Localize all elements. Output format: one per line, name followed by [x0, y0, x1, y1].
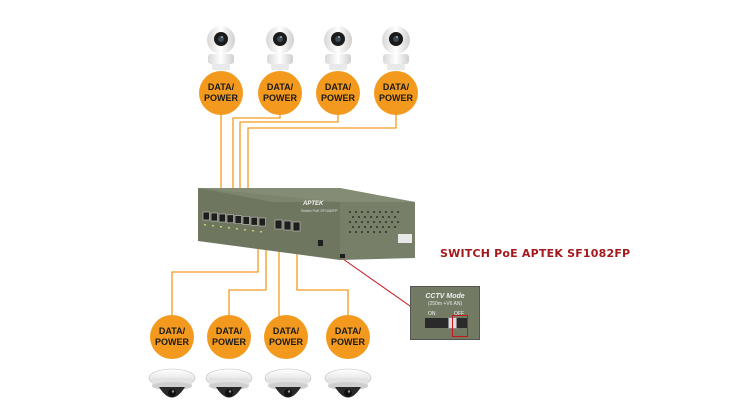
badge-line-1: DATA/ — [158, 326, 186, 336]
data-power-badge-top-4: DATA/ POWER — [374, 71, 418, 115]
wire-bottom-1 — [171, 247, 259, 318]
badge-line-1: DATA/ — [207, 82, 235, 92]
poe-switch: APTEK Switch PoE SF1082FP — [198, 188, 415, 260]
ptz-camera-4 — [382, 26, 410, 70]
switch-side-face — [340, 202, 415, 260]
badge-line-2: POWER — [203, 93, 238, 103]
ptz-camera-3 — [324, 26, 352, 70]
badge-line-1: DATA/ — [266, 82, 294, 92]
cctv-mode-title: CCTV Mode — [425, 293, 465, 300]
data-power-badge-top-3: DATA/ POWER — [316, 71, 360, 115]
switch-model: Switch PoE SF1082FP — [301, 209, 338, 213]
rj45-ports — [202, 211, 301, 232]
dome-camera-2 — [205, 368, 253, 398]
badge-line-1: DATA/ — [272, 326, 300, 336]
data-power-badge-bottom-1: DATA/ POWER — [150, 315, 194, 359]
wire-top-3 — [239, 113, 339, 188]
switch-front-face — [198, 188, 340, 260]
switch-title: SWITCH PoE APTEK SF1082FP — [440, 247, 631, 260]
badge-line-2: POWER — [262, 93, 297, 103]
badge-line-2: POWER — [378, 93, 413, 103]
cctv-off-label: OFF — [454, 311, 464, 317]
bottom-wires — [171, 247, 349, 318]
dome-camera-3 — [264, 368, 312, 398]
badge-line-2: POWER — [320, 93, 355, 103]
dome-camera-1 — [148, 368, 196, 398]
data-power-badge-top-2: DATA/ POWER — [258, 71, 302, 115]
dip-switch-slot — [425, 318, 467, 328]
switch-label-sticker — [398, 234, 412, 243]
badge-line-1: DATA/ — [324, 82, 352, 92]
data-power-badge-bottom-2: DATA/ POWER — [207, 315, 251, 359]
badge-line-2: POWER — [211, 337, 246, 347]
port-leds — [204, 224, 262, 233]
wire-bottom-4 — [296, 247, 349, 318]
wire-top-4 — [247, 113, 397, 188]
data-power-badge-bottom-3: DATA/ POWER — [264, 315, 308, 359]
badge-line-1: DATA/ — [334, 326, 362, 336]
badge-line-2: POWER — [330, 337, 365, 347]
badge-line-2: POWER — [154, 337, 189, 347]
top-wires — [220, 113, 397, 188]
dome-camera-4 — [324, 368, 372, 398]
badge-line-2: POWER — [268, 337, 303, 347]
cctv-mode-inset: CCTV Mode (250m +V6 AN) ON OFF — [410, 286, 480, 340]
data-power-badge-top-1: DATA/ POWER — [199, 71, 243, 115]
ptz-camera-1 — [207, 26, 235, 70]
wire-top-2 — [232, 113, 281, 188]
ptz-camera-2 — [266, 26, 294, 70]
vent-holes — [349, 211, 399, 233]
switch-brand: APTEK — [302, 201, 324, 207]
cctv-dip-switch — [318, 240, 323, 246]
cctv-on-label: ON — [428, 311, 436, 317]
off-highlight-box — [452, 315, 468, 337]
badge-line-1: DATA/ — [215, 326, 243, 336]
data-power-badge-bottom-4: DATA/ POWER — [326, 315, 370, 359]
cctv-mode-subtitle: (250m +V6 AN) — [427, 301, 463, 307]
wire-bottom-2 — [228, 247, 267, 318]
badge-line-1: DATA/ — [382, 82, 410, 92]
